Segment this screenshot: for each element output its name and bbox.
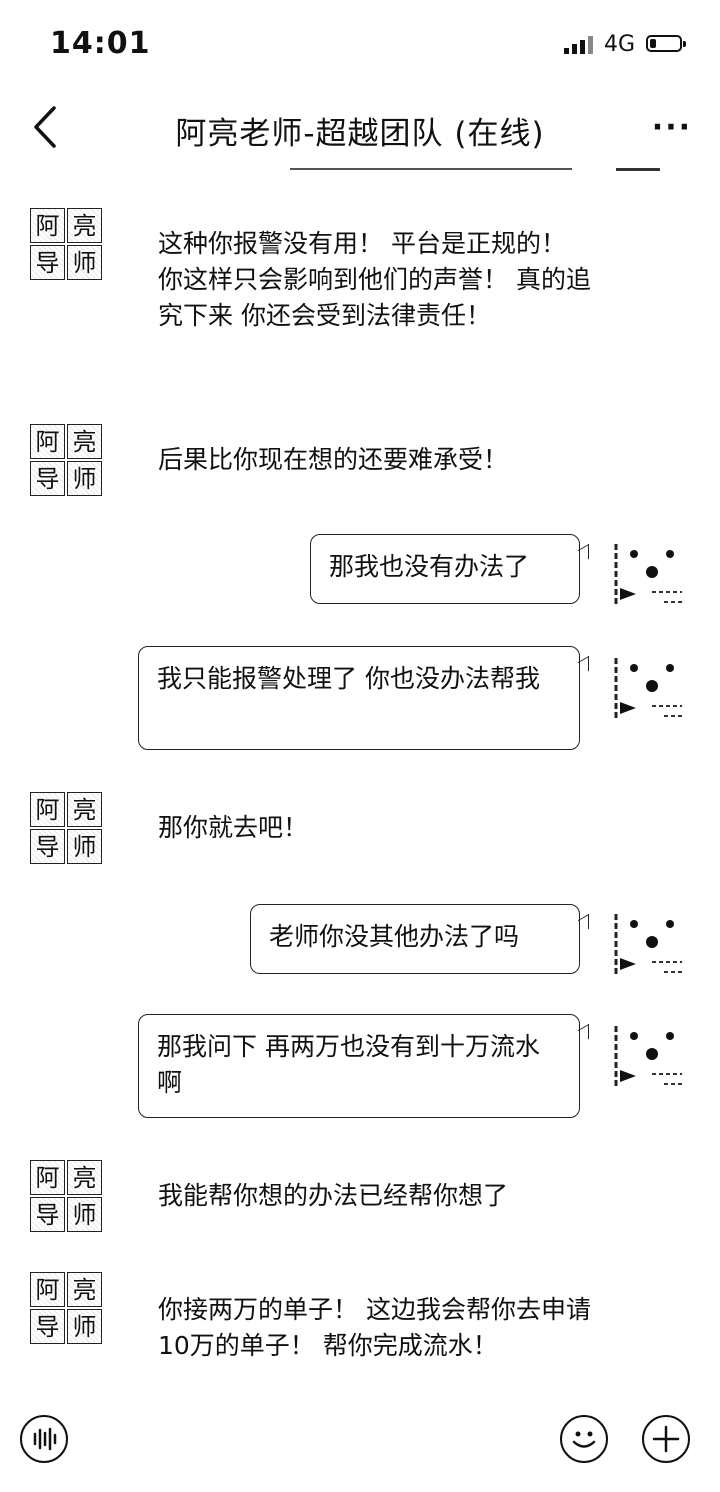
voice-wave-icon [33,1427,57,1451]
voice-input-button[interactable] [20,1415,68,1463]
title-divider [290,168,572,170]
avatar-self[interactable] [612,532,688,608]
avatar-char: 导 [30,1197,65,1232]
chat-title: 阿亮老师-超越团队 (在线) [175,116,545,152]
avatar-char: 亮 [67,1272,102,1307]
emoji-button[interactable] [560,1415,608,1463]
avatar-teacher[interactable]: 阿 亮 导 师 [30,1160,102,1232]
signal-icon [564,34,598,54]
avatar-char: 阿 [30,1272,65,1307]
smiley-icon [572,1431,596,1448]
avatar-char: 阿 [30,792,65,827]
message-bubble[interactable]: 那我也没有办法了 [310,534,580,604]
avatar-teacher[interactable]: 阿 亮 导 师 [30,208,102,280]
avatar-char: 阿 [30,1160,65,1195]
status-bar: 14:01 4G [0,0,720,90]
avatar-char: 亮 [67,792,102,827]
battery-icon [646,35,686,52]
avatar-char: 师 [67,829,102,864]
message-text[interactable]: 这种你报警没有用！ 平台是正规的！ 你这样只会影响到他们的声誉！ 真的追究下来 … [158,229,591,330]
avatar-self[interactable] [612,902,688,978]
avatar-self[interactable] [612,1014,688,1090]
plus-icon [652,1425,680,1453]
avatar-teacher[interactable]: 阿 亮 导 师 [30,792,102,864]
status-time: 14:01 [50,26,151,61]
message-bubble[interactable]: 老师你没其他办法了吗 [250,904,580,974]
avatar-char: 师 [67,461,102,496]
avatar-char: 师 [67,1309,102,1344]
message-text[interactable]: 你接两万的单子！ 这边我会帮你去申请10万的单子！ 帮你完成流水！ [158,1295,591,1360]
dog-face-icon [614,535,685,606]
avatar-char: 导 [30,1309,65,1344]
avatar-char: 亮 [67,1160,102,1195]
avatar-char: 阿 [30,208,65,243]
avatar-teacher[interactable]: 阿 亮 导 师 [30,424,102,496]
dog-face-icon [614,1017,685,1088]
message-bubble[interactable]: 那我问下 再两万也没有到十万流水啊 [138,1014,580,1118]
avatar-char: 亮 [67,208,102,243]
message-bubble[interactable]: 我只能报警处理了 你也没办法帮我 [138,646,580,750]
chevron-left-icon [34,106,56,148]
message-text[interactable]: 我能帮你想的办法已经帮你想了 [158,1181,509,1210]
avatar-self[interactable] [612,646,688,722]
avatar-char: 阿 [30,424,65,459]
avatar-char: 亮 [67,424,102,459]
dog-face-icon [614,905,685,976]
avatar-char: 师 [67,1197,102,1232]
back-button[interactable] [30,102,70,152]
avatar-char: 师 [67,245,102,280]
nav-bar: 阿亮老师-超越团队 (在线) ··· [0,90,720,170]
avatar-char: 导 [30,245,65,280]
avatar-teacher[interactable]: 阿 亮 导 师 [30,1272,102,1344]
more-menu-button[interactable]: ··· [651,110,692,145]
input-bar [0,1405,720,1485]
divider-fragment [616,168,660,171]
avatar-char: 导 [30,829,65,864]
network-type: 4G [604,32,636,57]
message-text[interactable]: 那你就去吧！ [158,813,309,842]
avatar-char: 导 [30,461,65,496]
message-text[interactable]: 后果比你现在想的还要难承受！ [158,445,509,474]
more-actions-button[interactable] [642,1415,690,1463]
dog-face-icon [614,649,685,720]
